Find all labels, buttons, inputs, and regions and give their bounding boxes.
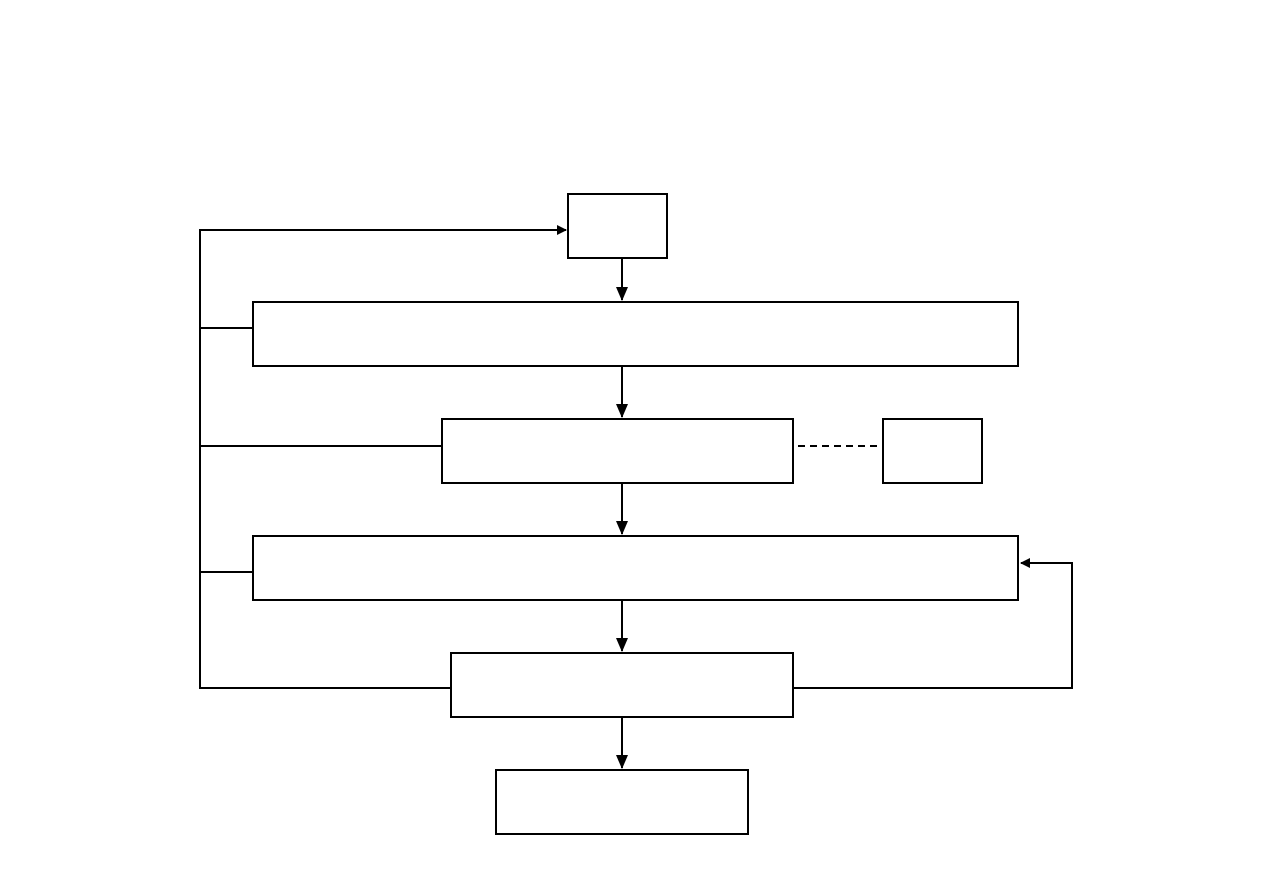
connectors [199,225,1073,769]
right-feedback-loop [794,558,1073,689]
node-side [882,418,983,484]
node-decision [450,652,794,718]
node-end [495,769,749,835]
node-start [567,193,668,259]
node-step2 [441,418,794,484]
node-step1 [252,301,1019,367]
left-feedback-loop [199,225,567,689]
node-step3 [252,535,1019,601]
